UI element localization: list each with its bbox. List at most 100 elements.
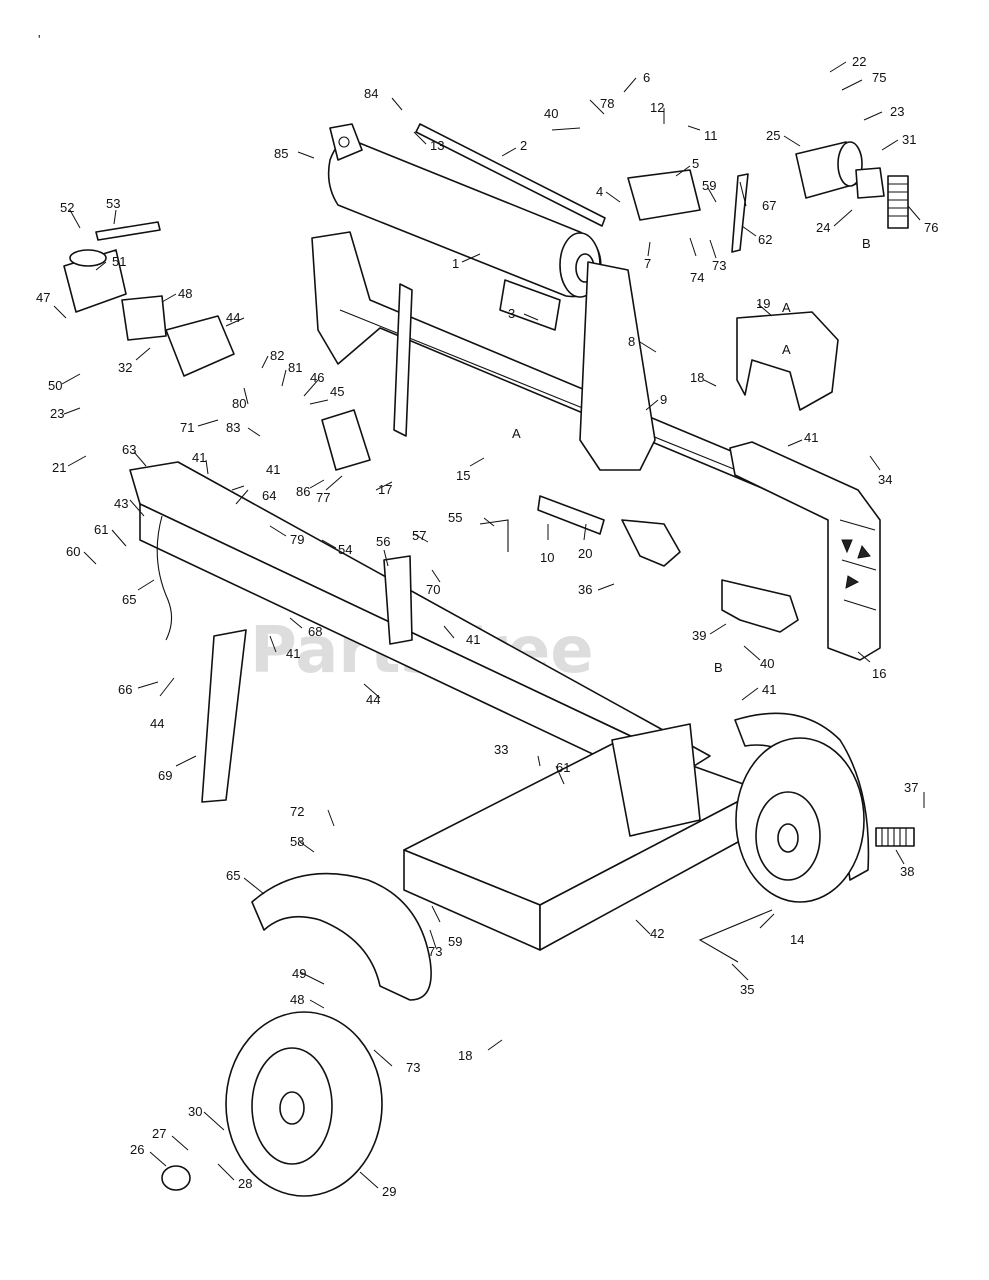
- callout-18: 18: [690, 370, 704, 385]
- callout-3: 3: [508, 306, 515, 321]
- callout-72: 71: [180, 420, 194, 435]
- callout-70: 69: [158, 768, 172, 783]
- callout-32: 32: [118, 360, 132, 375]
- callout-4: 4: [596, 184, 603, 199]
- callout-69: 68: [308, 624, 322, 639]
- axle-frame: [403, 723, 761, 951]
- callout-62: 61: [94, 522, 108, 537]
- callout-13: 13: [430, 138, 444, 153]
- engine-plate: [321, 409, 371, 471]
- valve-handle: [731, 173, 749, 253]
- callout-63: 62: [758, 232, 772, 247]
- callout-51: 50: [48, 378, 62, 393]
- callout-45: 44: [226, 310, 240, 325]
- ref-letter-a: A: [782, 342, 791, 357]
- callout-39: 39: [692, 628, 706, 643]
- callout-17: 17: [378, 482, 392, 497]
- callout-2: 2: [520, 138, 527, 153]
- callout-85: 84: [364, 86, 378, 101]
- callout-44: 44: [150, 716, 164, 731]
- callout-37: 37: [904, 780, 918, 795]
- callout-77: 76: [924, 220, 938, 235]
- callout-44: 44: [366, 692, 380, 707]
- hydraulic-cylinder: [327, 123, 602, 298]
- callout-9: 9: [660, 392, 667, 407]
- callout-35: 35: [740, 982, 754, 997]
- callout-14: 14: [790, 932, 804, 947]
- hydraulic-pump: [63, 249, 167, 341]
- callout-61: 61: [556, 760, 570, 775]
- callout-83: 82: [270, 348, 284, 363]
- support-leg: [201, 629, 247, 803]
- callout-55: 54: [338, 542, 352, 557]
- callout-64: 63: [122, 442, 136, 457]
- wheel-left: [225, 1011, 383, 1197]
- callout-7: 7: [644, 256, 651, 271]
- log-cradle: [729, 441, 881, 661]
- stop-plate: [383, 555, 413, 645]
- callout-61: 60: [66, 544, 80, 559]
- spring: [887, 175, 909, 229]
- callout-52: 51: [112, 254, 126, 269]
- callout-48: 47: [36, 290, 50, 305]
- callout-41: 41: [466, 632, 480, 647]
- callout-73: 73: [406, 1060, 420, 1075]
- corner-mark: ': [38, 32, 40, 47]
- callout-73: 73: [428, 944, 442, 959]
- callout-23: 23: [890, 104, 904, 119]
- callout-84: 83: [226, 420, 240, 435]
- ref-letter-b: B: [862, 236, 871, 251]
- callout-67: 66: [118, 682, 132, 697]
- parts-artwork: [63, 123, 915, 1197]
- callout-47: 46: [310, 370, 324, 385]
- callout-87: 86: [296, 484, 310, 499]
- callout-78: 77: [316, 490, 330, 505]
- ref-letter-a: A: [782, 300, 791, 315]
- strap-plate: [537, 495, 605, 535]
- callout-57: 56: [376, 534, 390, 549]
- callout-labels: 1 2 3 4 5 6 7 8 9 10 11 12 13 14 15 16 1…: [36, 54, 938, 1199]
- hub-cap: [161, 1165, 191, 1191]
- callout-49: 48: [178, 286, 192, 301]
- callout-33: 33: [494, 742, 508, 757]
- retaining-pin: [479, 519, 509, 552]
- callout-65: 65: [122, 592, 136, 607]
- callout-11: 11: [704, 128, 718, 143]
- coupler-guard: [165, 315, 235, 377]
- reference-letters: A A A B B: [512, 236, 871, 675]
- lift-handle: [698, 909, 773, 963]
- callout-59: 58: [290, 834, 304, 849]
- callout-18: 18: [458, 1048, 472, 1063]
- callout-82: 81: [288, 360, 302, 375]
- axle-spring: [875, 827, 915, 847]
- callout-53: 52: [60, 200, 74, 215]
- callout-6: 6: [643, 70, 650, 85]
- callout-42: 41: [804, 430, 818, 445]
- ref-letter-a: A: [512, 426, 521, 441]
- wheel-right: [735, 737, 865, 903]
- callout-56: 55: [448, 510, 462, 525]
- callout-40: 40: [760, 656, 774, 671]
- callout-43: 42: [650, 926, 664, 941]
- callout-59: 59: [448, 934, 462, 949]
- callout-34: 34: [878, 472, 892, 487]
- callout-15: 15: [456, 468, 470, 483]
- callout-40: 40: [544, 106, 558, 121]
- hook-bracket-2: [721, 579, 799, 633]
- callout-46: 45: [330, 384, 344, 399]
- callout-71: 70: [426, 582, 440, 597]
- callout-65: 64: [262, 488, 276, 503]
- callout-48: 48: [290, 992, 304, 1007]
- callout-60: 59: [702, 178, 716, 193]
- callout-21: 21: [52, 460, 66, 475]
- callout-28: 28: [238, 1176, 252, 1191]
- cradle-bracket: [736, 311, 839, 411]
- callout-74: 73: [712, 258, 726, 273]
- callout-76: 75: [872, 70, 886, 85]
- callout-54: 53: [106, 196, 120, 211]
- hook-bracket: [621, 519, 681, 567]
- callout-26: 26: [130, 1142, 144, 1157]
- callout-73: 72: [290, 804, 304, 819]
- callout-81: 80: [232, 396, 246, 411]
- callout-41: 41: [286, 646, 300, 661]
